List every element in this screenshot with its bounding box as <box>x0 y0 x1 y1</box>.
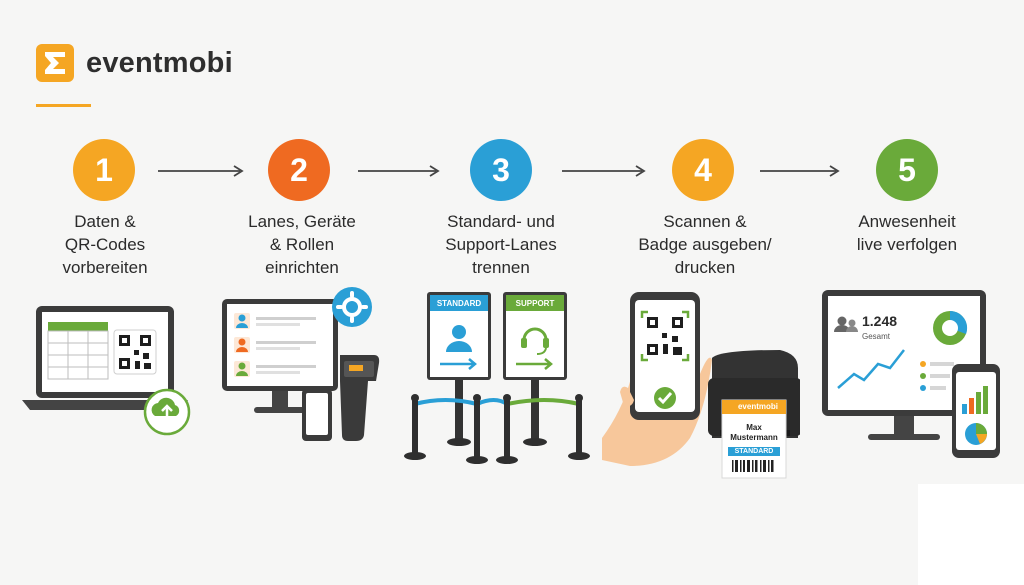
step-2-number: 2 <box>268 139 330 201</box>
step-1-number: 1 <box>73 139 135 201</box>
eventmobi-logo-icon <box>36 44 74 82</box>
laptop-data-illustration <box>22 306 191 436</box>
step-2-label: Lanes, Geräte & Rollen einrichten <box>248 212 356 277</box>
step-1-label: Daten & QR-Codes vorbereiten <box>62 212 148 277</box>
lanes-illustration <box>404 292 590 464</box>
badge-brand: eventmobi <box>737 402 778 411</box>
support-lane-sign: SUPPORT <box>515 299 555 308</box>
brand-name: eventmobi <box>86 46 233 79</box>
dashboard-illustration <box>822 290 1000 458</box>
step-4-label: Scannen & Badge ausgeben/ drucken <box>638 212 772 277</box>
badge-type: STANDARD <box>734 448 774 455</box>
arrow-right-icon <box>760 165 840 177</box>
badge-name-first: Max <box>746 423 762 432</box>
arrow-right-icon <box>158 165 244 177</box>
logo-underline <box>36 104 91 107</box>
brand-logo: eventmobi <box>36 44 233 82</box>
step-4-number: 4 <box>672 139 734 201</box>
standard-lane-sign: STANDARD <box>436 299 482 308</box>
attendance-count: 1.248 <box>862 313 898 329</box>
arrow-right-icon <box>358 165 440 177</box>
step-5-number: 5 <box>876 139 938 201</box>
blank-corner <box>918 484 1024 585</box>
arrow-right-icon <box>562 165 646 177</box>
attendance-count-label: Gesamt <box>862 332 891 341</box>
step-5-label: Anwesenheit live verfolgen <box>856 212 958 254</box>
scan-print-illustration <box>602 292 800 479</box>
step-3-label: Standard- und Support-Lanes trennen <box>445 212 557 277</box>
badge-name-last: Mustermann <box>730 433 778 442</box>
step-3-number: 3 <box>470 139 532 201</box>
device-setup-illustration <box>222 287 380 441</box>
